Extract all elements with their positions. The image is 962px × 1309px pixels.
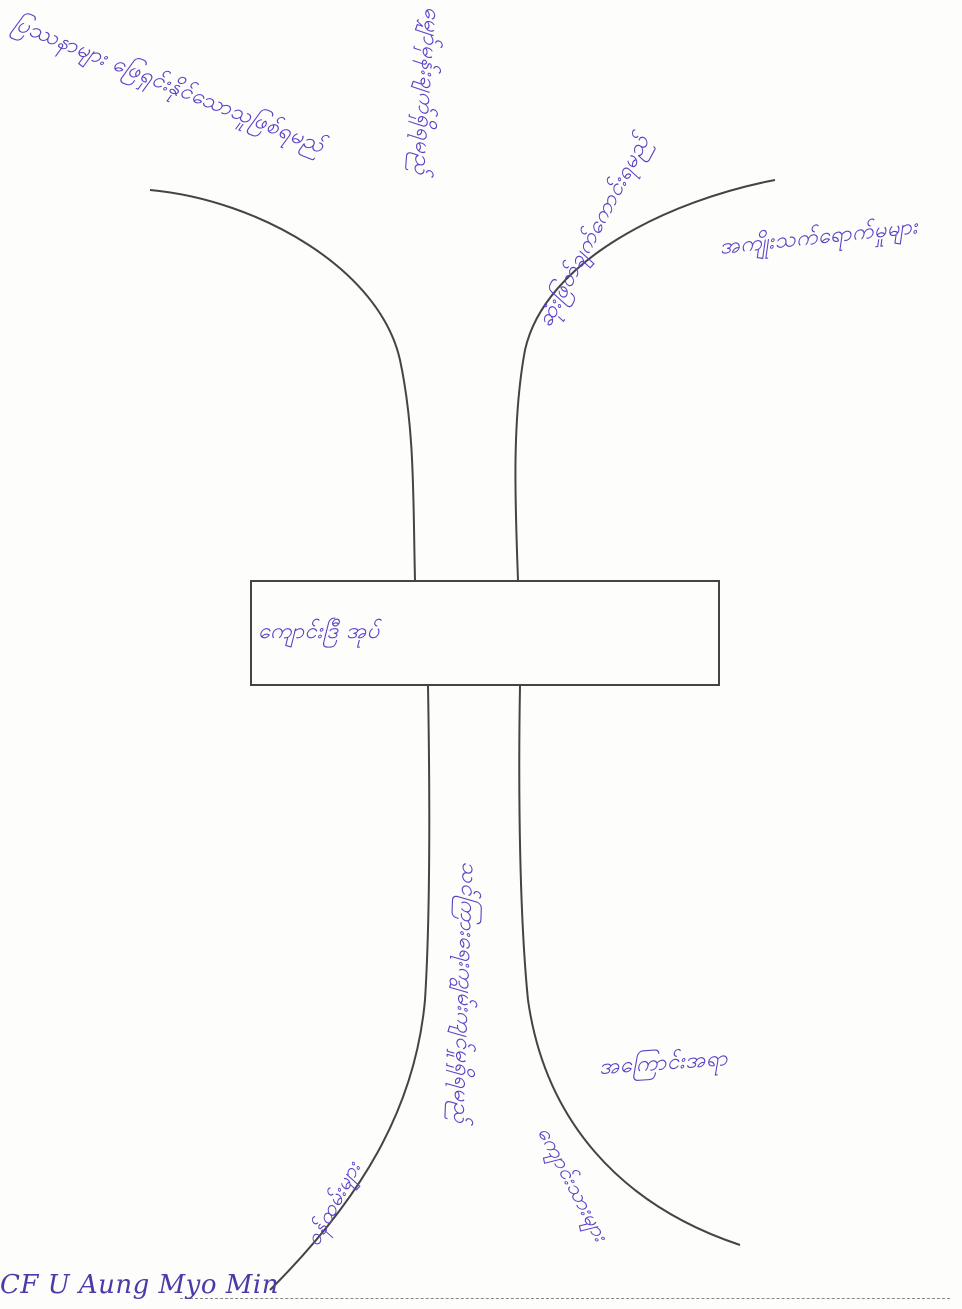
signature-line [180,1298,950,1299]
signature: CF U Aung Myo Min [0,1270,279,1300]
crown-left-curve [150,190,415,580]
center-label: ကျောင်းဒြီ အုပ် [258,616,380,649]
